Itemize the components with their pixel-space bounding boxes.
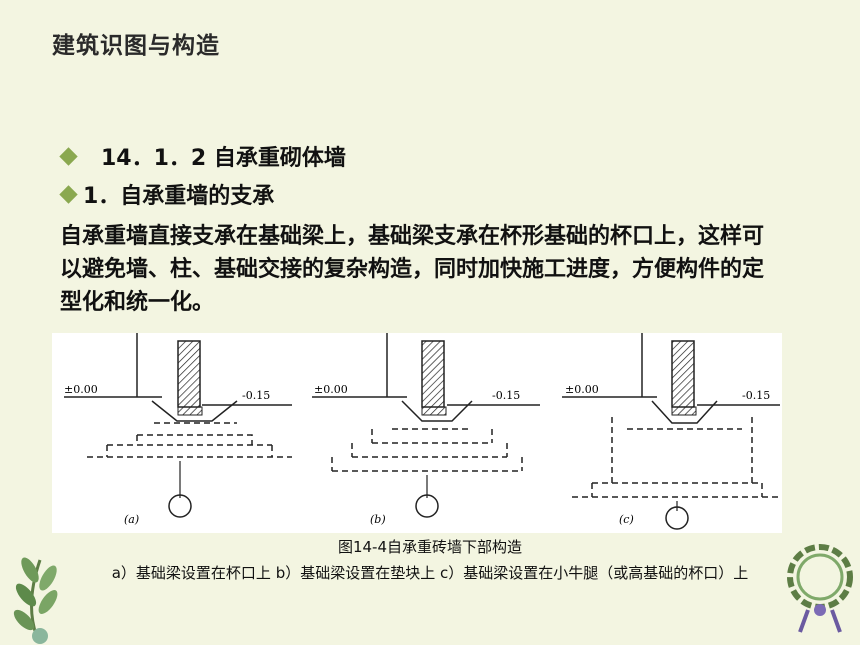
panel-b: ±0.00 -0.15 (b): [312, 333, 540, 526]
bullet-text: 14．1．2 自承重砌体墙: [101, 146, 346, 171]
foundation-figure: ±0.00 -0.15 (a) ±0.00 -0.15 (b): [52, 333, 782, 533]
panel-label: (b): [370, 513, 386, 526]
body-paragraph: 自承重墙直接支承在基础梁上，基础梁支承在杯形基础的杯口上，这样可以避免墙、柱、基…: [60, 224, 765, 315]
diamond-bullet-icon: [59, 146, 78, 166]
foundation-drawings: ±0.00 -0.15 (a) ±0.00 -0.15 (b): [64, 333, 780, 530]
figure-sub-caption: a）基础梁设置在杯口上 b）基础梁设置在垫块上 c）基础梁设置在小牛腿（或高基础…: [111, 564, 749, 582]
level-label: -0.15: [742, 389, 770, 402]
laurel-left-icon: [13, 557, 58, 644]
level-label: ±0.00: [64, 383, 98, 396]
bullet-text: 1．自承重墙的支承: [83, 184, 275, 209]
figure-caption: 图14-4自承重砖墙下部构造: [337, 538, 523, 556]
diamond-bullet-icon: [59, 184, 78, 204]
level-label: -0.15: [492, 389, 520, 402]
panel-c: ±0.00 -0.15 (c): [562, 333, 780, 530]
page-title: 建筑识图与构造: [52, 33, 220, 59]
wreath-right-icon: [787, 544, 853, 633]
bullet-heading-2: 1．自承重墙的支承: [59, 178, 275, 210]
bullet-heading-1: 14．1．2 自承重砌体墙: [59, 140, 346, 172]
level-label: -0.15: [242, 389, 270, 402]
panel-label: (a): [124, 513, 139, 526]
panel-label: (c): [619, 513, 634, 526]
level-label: ±0.00: [565, 383, 599, 396]
panel-a: ±0.00 -0.15 (a): [64, 333, 292, 526]
level-label: ±0.00: [314, 383, 348, 396]
